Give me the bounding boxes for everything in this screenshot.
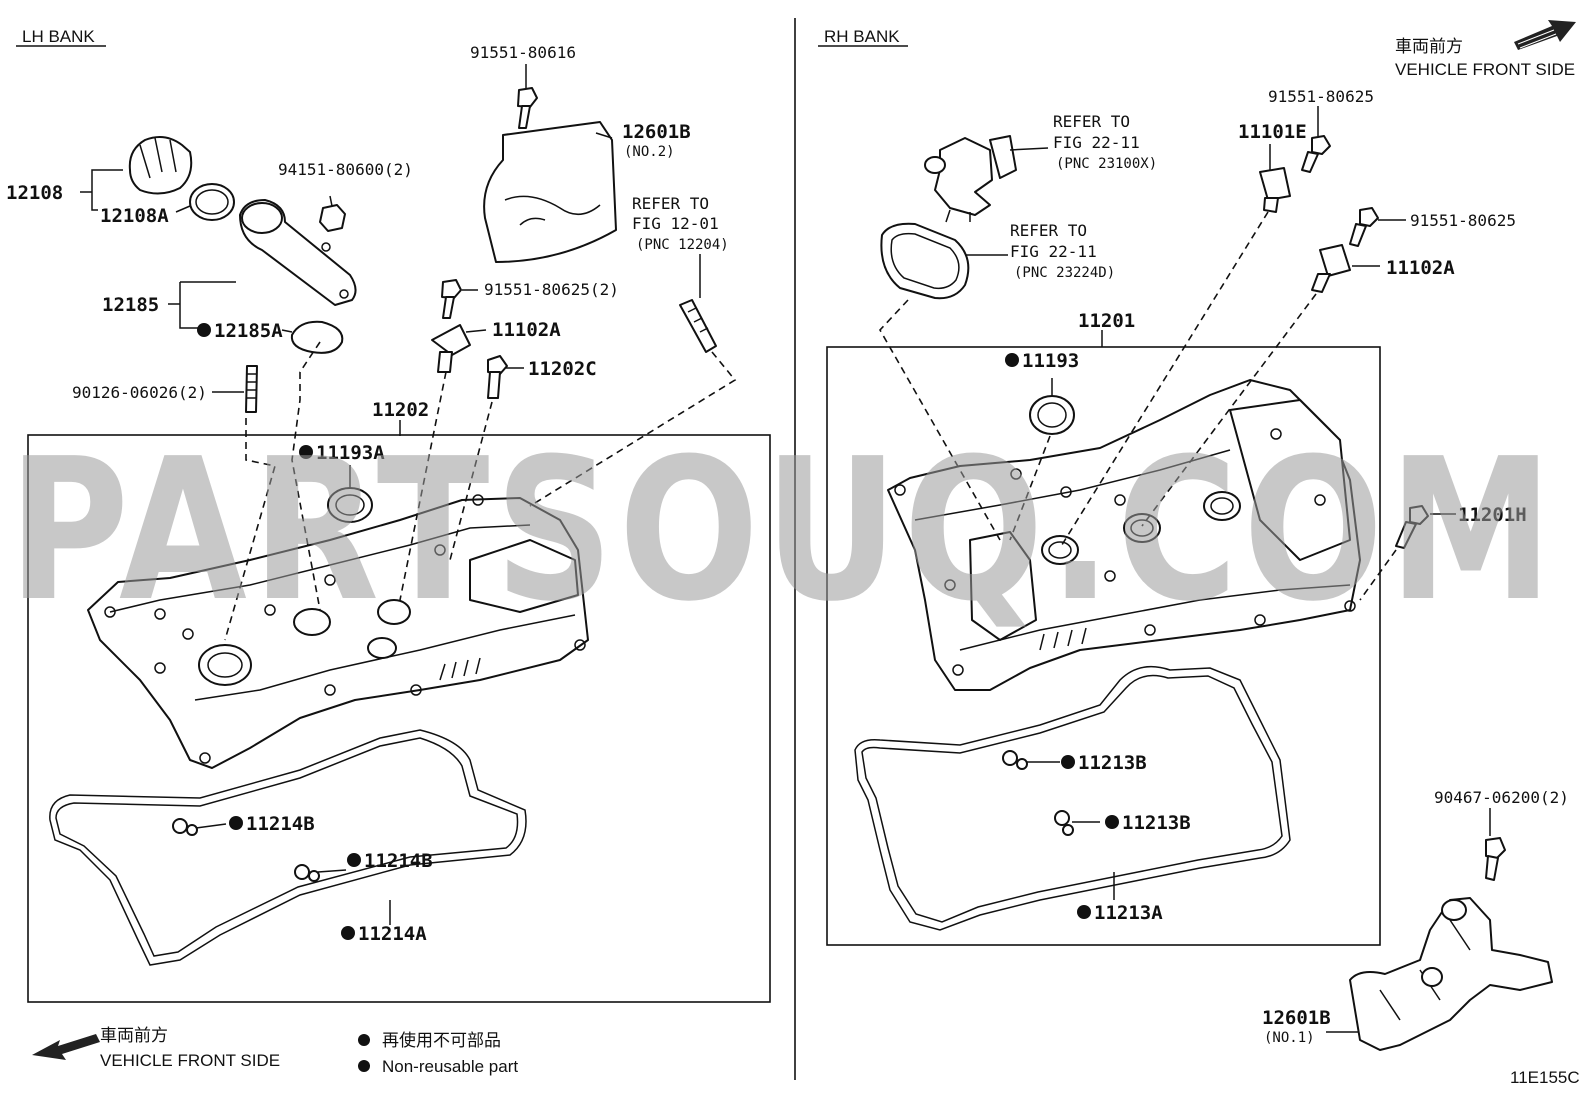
label-11102A-rh: 11102A bbox=[1386, 257, 1455, 279]
label-91551-80625-rh-a: 91551-80625 bbox=[1268, 87, 1374, 106]
legend-en: Non-reusable part bbox=[382, 1057, 518, 1076]
label-11213B-2: 11213B bbox=[1122, 812, 1191, 834]
label-11213A: 11213A bbox=[1094, 902, 1163, 924]
cam-sensor-rh bbox=[1311, 244, 1351, 293]
oil-filler-pipe bbox=[239, 199, 357, 306]
rh-cylinder-head-cover bbox=[887, 379, 1361, 691]
label-no2: (NO.2) bbox=[624, 144, 675, 160]
front-side-en-bottom: VEHICLE FRONT SIDE bbox=[100, 1051, 280, 1070]
ref-23224d-line1: REFER TO bbox=[1010, 221, 1087, 240]
bolt-lh-1 bbox=[441, 279, 462, 319]
label-11201H: 11201H bbox=[1458, 504, 1527, 526]
rh-bank-label: RH BANK bbox=[824, 27, 900, 46]
rh-head-cover-gasket bbox=[854, 665, 1291, 931]
ref-23100x-line3: (PNC 23100X) bbox=[1056, 156, 1157, 172]
label-11201: 11201 bbox=[1078, 310, 1135, 332]
label-94151: 94151-80600(2) bbox=[278, 160, 413, 179]
non-reusable-dot-icon bbox=[1077, 905, 1091, 919]
front-side-jp-top: 車両前方 bbox=[1395, 37, 1463, 56]
non-reusable-dot-icon bbox=[1105, 815, 1119, 829]
label-11214B-1: 11214B bbox=[246, 813, 315, 835]
label-12108A: 12108A bbox=[100, 205, 169, 227]
oxygen-sensor bbox=[679, 299, 717, 353]
non-reusable-dot-icon bbox=[1005, 353, 1019, 367]
non-reusable-dot-icon bbox=[197, 323, 211, 337]
oil-filler-cap bbox=[128, 135, 193, 195]
label-91551-80616: 91551-80616 bbox=[470, 43, 576, 62]
ref-fig-12-01-line3: (PNC 12204) bbox=[636, 237, 729, 253]
stud-bolt-rh bbox=[1395, 505, 1429, 549]
non-reusable-dot-icon bbox=[347, 853, 361, 867]
label-11214A: 11214A bbox=[358, 923, 427, 945]
lh-head-cover-gasket bbox=[49, 729, 527, 966]
ref-23224d-line3: (PNC 23224D) bbox=[1014, 265, 1115, 281]
pipe-gasket bbox=[290, 320, 344, 354]
engine-cover-no2 bbox=[483, 121, 617, 263]
label-11193: 11193 bbox=[1022, 350, 1079, 372]
label-no1: (NO.1) bbox=[1264, 1030, 1315, 1046]
label-12185A: 12185A bbox=[214, 320, 283, 342]
label-12601B-no2: 12601B bbox=[622, 121, 691, 143]
front-arrow-right bbox=[1514, 20, 1576, 50]
legend-dot-icon bbox=[358, 1060, 370, 1072]
ref-23224d-line2: FIG 22-11 bbox=[1010, 242, 1097, 261]
label-11193A: 11193A bbox=[316, 442, 385, 464]
legend-jp: 再使用不可部品 bbox=[382, 1030, 501, 1050]
label-11102A-lh: 11102A bbox=[492, 319, 561, 341]
front-side-jp-bottom: 車両前方 bbox=[100, 1026, 168, 1045]
stud bbox=[245, 365, 258, 413]
grommet-rh-2 bbox=[1054, 810, 1074, 836]
grommet-lh-1 bbox=[172, 818, 198, 836]
front-arrow-left bbox=[32, 1034, 100, 1060]
legend-dot-icon bbox=[358, 1034, 370, 1046]
non-reusable-dot-icon bbox=[341, 926, 355, 940]
label-90126: 90126-06026(2) bbox=[72, 383, 207, 402]
valve-gasket bbox=[880, 222, 970, 300]
rh-assembly-box bbox=[826, 346, 1381, 946]
ref-23100x-line1: REFER TO bbox=[1053, 112, 1130, 131]
vsv-valve bbox=[924, 135, 1017, 223]
grommet-rh-1 bbox=[1002, 750, 1028, 770]
front-side-en-top: VEHICLE FRONT SIDE bbox=[1395, 60, 1575, 79]
label-11214B-2: 11214B bbox=[364, 850, 433, 872]
non-reusable-dot-icon bbox=[229, 816, 243, 830]
bolt-rh-1 bbox=[1301, 135, 1331, 173]
non-reusable-dot-icon bbox=[1061, 755, 1075, 769]
bolt-bracket bbox=[1485, 837, 1506, 881]
grommet-lh-2 bbox=[294, 864, 320, 882]
non-reusable-dot-icon bbox=[299, 445, 313, 459]
watermark: PARTSOUQ.COM bbox=[8, 417, 1558, 645]
bolt-rh-2 bbox=[1349, 207, 1379, 247]
ref-fig-12-01-line1: REFER TO bbox=[632, 194, 709, 213]
cam-position-sensor-rh bbox=[1259, 167, 1291, 213]
label-12108: 12108 bbox=[6, 182, 63, 204]
label-11202C: 11202C bbox=[528, 358, 597, 380]
ref-fig-12-01-line2: FIG 12-01 bbox=[632, 214, 719, 233]
label-91551-80625-2: 91551-80625(2) bbox=[484, 280, 619, 299]
lh-assembly-box bbox=[27, 434, 771, 1003]
label-11202: 11202 bbox=[372, 399, 429, 421]
engine-cover-no1 bbox=[1349, 897, 1553, 1051]
label-11213B-1: 11213B bbox=[1078, 752, 1147, 774]
cam-sensor-lh bbox=[431, 324, 471, 373]
label-90467: 90467-06200(2) bbox=[1434, 788, 1569, 807]
ref-23100x-line2: FIG 22-11 bbox=[1053, 133, 1140, 152]
label-12185: 12185 bbox=[102, 294, 159, 316]
nut bbox=[319, 204, 346, 232]
figure-id: 11E155C bbox=[1510, 1068, 1580, 1087]
label-91551-80625-rh-b: 91551-80625 bbox=[1410, 211, 1516, 230]
lh-bank-label: LH BANK bbox=[22, 27, 95, 46]
label-12601B-no1: 12601B bbox=[1262, 1007, 1331, 1029]
stud-bolt-lh bbox=[487, 355, 508, 399]
label-11101E: 11101E bbox=[1238, 121, 1307, 143]
bolt-top bbox=[517, 87, 538, 129]
lh-cylinder-head-cover bbox=[87, 494, 589, 769]
